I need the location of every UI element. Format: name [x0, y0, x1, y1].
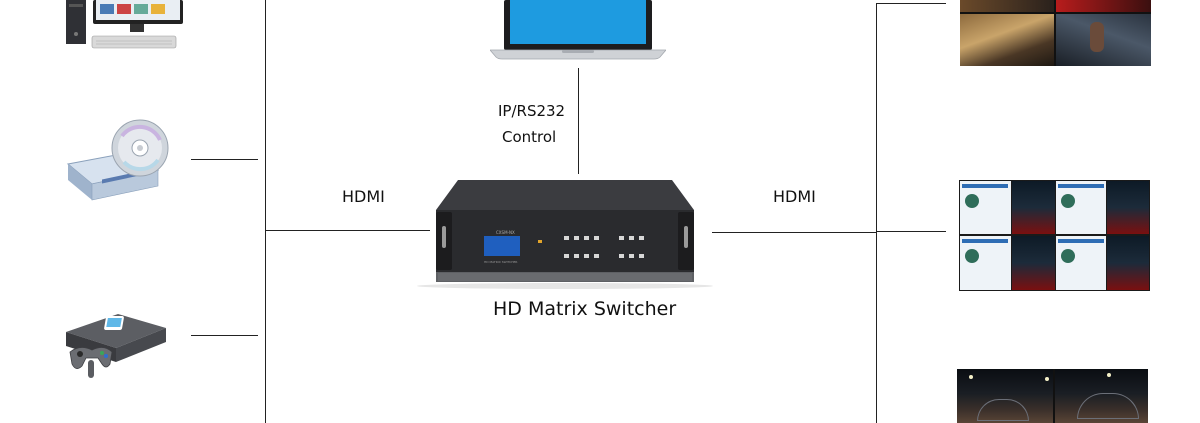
hdmi-right-label: HDMI	[773, 187, 816, 206]
display2-connector-line	[876, 231, 946, 232]
switcher-to-right-line	[712, 232, 876, 233]
left-to-switcher-line	[265, 230, 430, 231]
dvd-drive-icon	[62, 118, 180, 208]
display1-connector-line	[876, 3, 946, 4]
game-console-icon	[62, 306, 172, 382]
switcher-title: HD Matrix Switcher	[493, 298, 677, 320]
laptop-icon	[490, 0, 666, 60]
hdmi-left-label: HDMI	[342, 187, 385, 206]
control-label-line2: Control	[502, 128, 557, 146]
display-racing-night	[957, 369, 1148, 423]
dvd-connector-line	[191, 159, 258, 160]
svg-text:HD MATRIX SWITCHER: HD MATRIX SWITCHER	[484, 260, 517, 264]
console-connector-line	[191, 335, 258, 336]
display-web-racing-wall	[959, 180, 1150, 291]
control-line	[578, 68, 579, 174]
right-bus-line	[876, 3, 877, 423]
left-bus-line	[265, 0, 266, 423]
desktop-computer-icon	[60, 0, 185, 52]
control-label-line1: IP/RS232	[498, 102, 566, 120]
svg-text:CXSM-NX: CXSM-NX	[496, 230, 515, 235]
matrix-switcher-icon: CXSM-NX HD MATRIX SWITCHER	[412, 178, 718, 290]
display-movie-wall	[960, 0, 1151, 66]
